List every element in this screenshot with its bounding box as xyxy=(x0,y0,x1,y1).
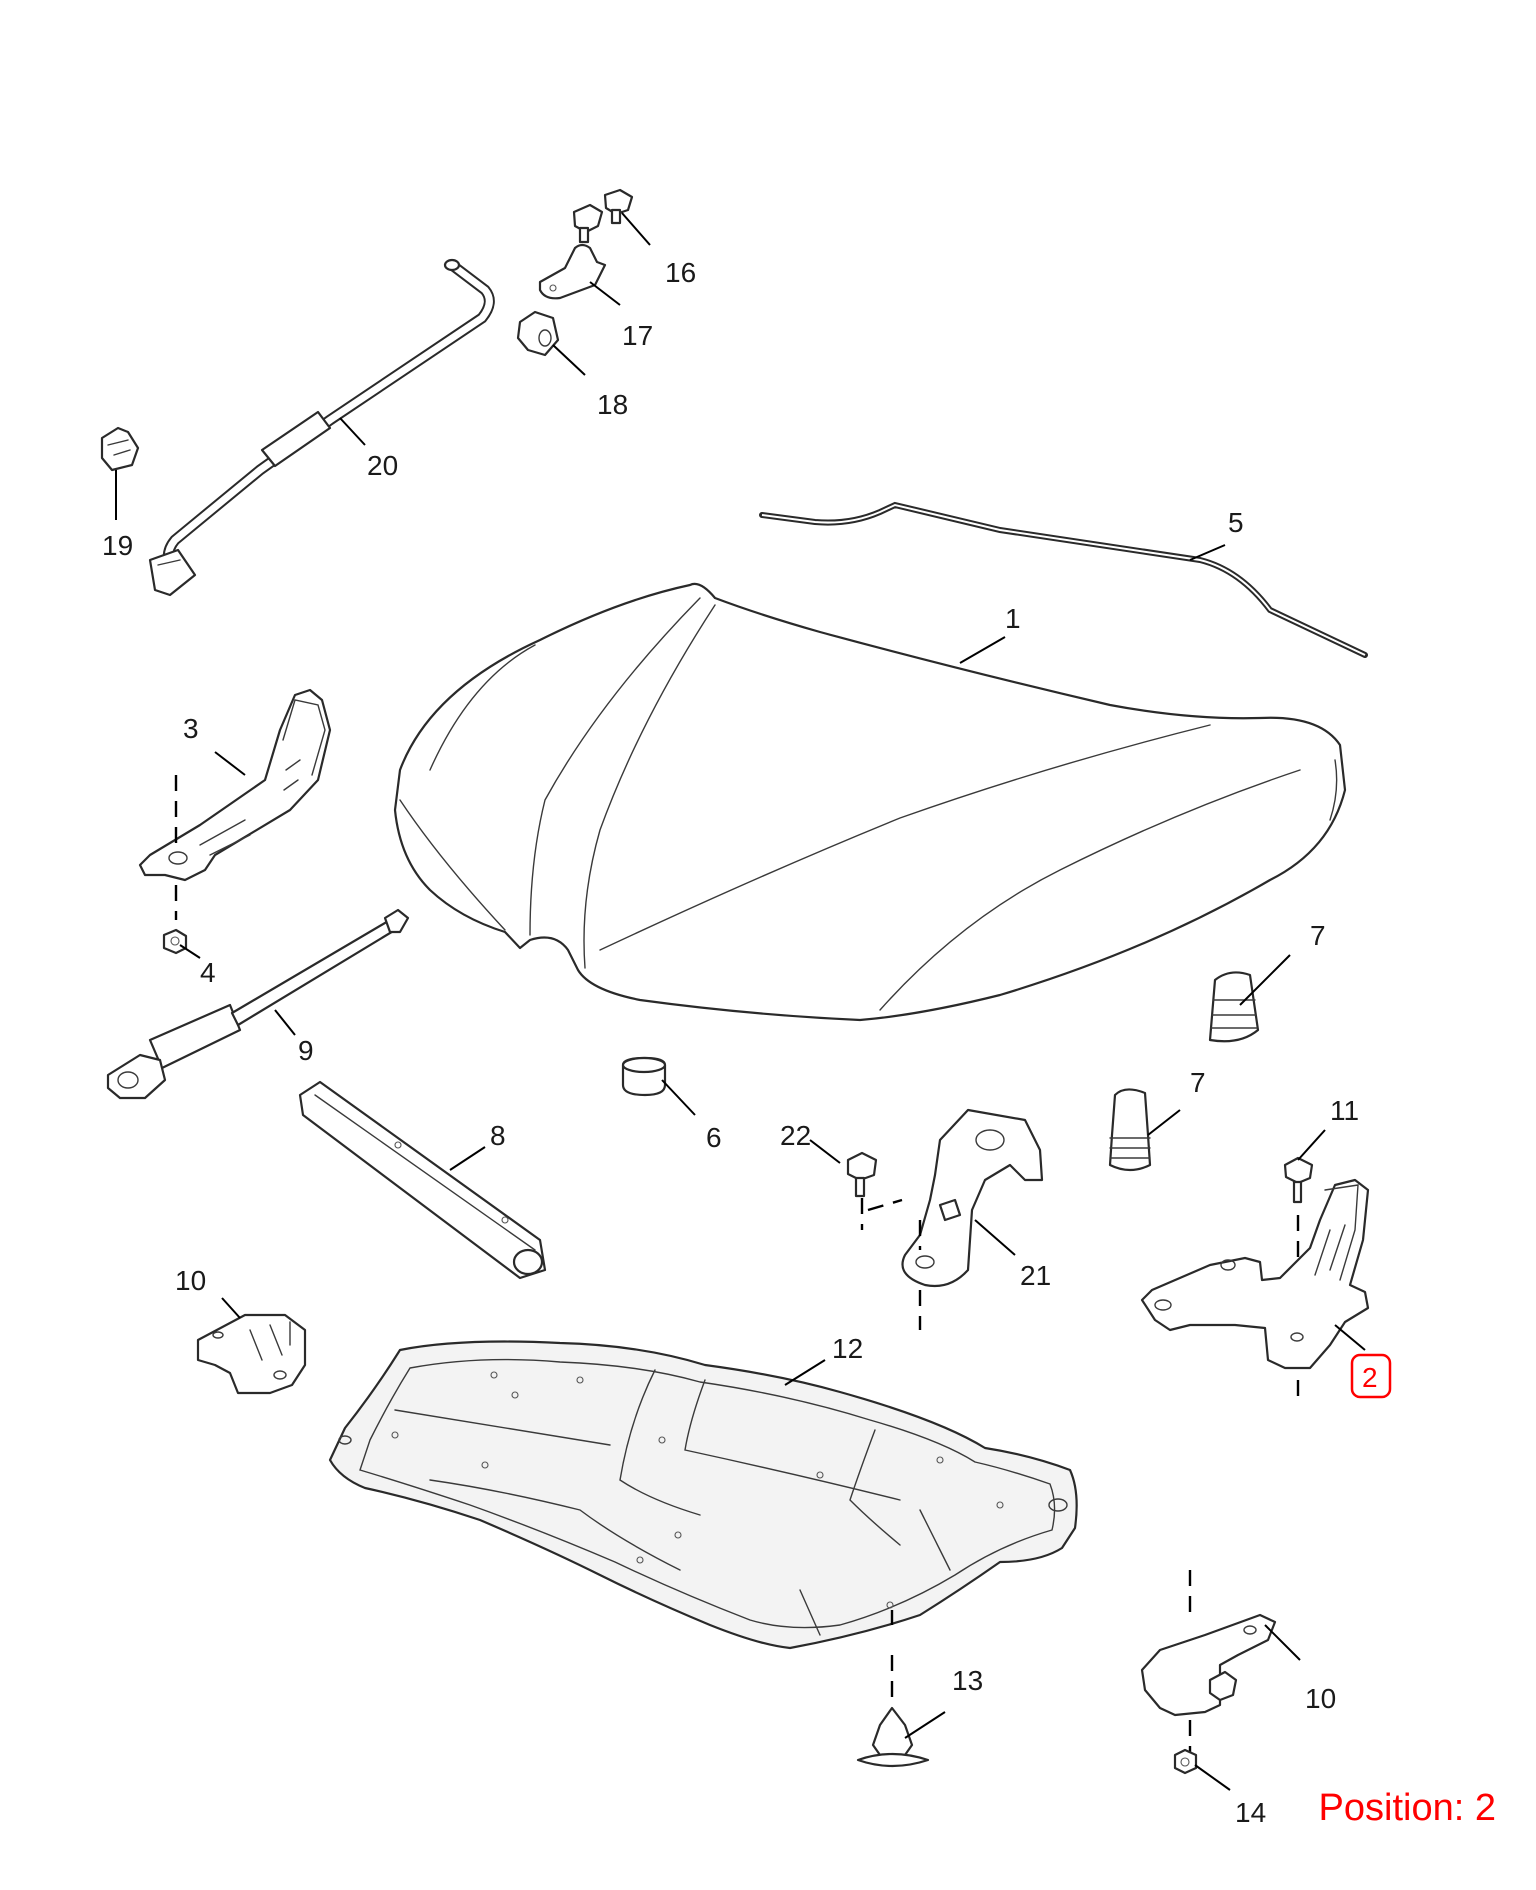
part-16-bolts[interactable] xyxy=(572,188,634,244)
part-5-seal[interactable] xyxy=(759,501,1368,658)
callouts: 1 5 3 4 9 8 6 7 7 11 22 21 12 10 10 13 1… xyxy=(102,257,1392,1828)
part-21-lock-bracket[interactable] xyxy=(867,1108,1044,1330)
part-7-buffer-lower[interactable] xyxy=(1108,1088,1152,1172)
callout-10a: 10 xyxy=(175,1265,206,1296)
callout-19: 19 xyxy=(102,530,133,561)
part-10-bracket-right[interactable] xyxy=(1140,1570,1277,1752)
part-18-grommet[interactable] xyxy=(516,310,560,357)
callout-2: 2 xyxy=(1362,1362,1378,1393)
callout-9: 9 xyxy=(298,1035,314,1066)
part-12-insulation[interactable] xyxy=(328,1340,1078,1650)
callout-22: 22 xyxy=(780,1120,811,1151)
position-label: Position: 2 xyxy=(1318,1787,1496,1829)
callout-8: 8 xyxy=(490,1120,506,1151)
callout-7b: 7 xyxy=(1190,1067,1206,1098)
callout-7a: 7 xyxy=(1310,920,1326,951)
position-highlight xyxy=(1350,1353,1392,1399)
callout-14: 14 xyxy=(1235,1797,1266,1828)
part-17-bracket[interactable] xyxy=(538,243,607,300)
part-9-gas-strut[interactable] xyxy=(106,908,410,1100)
callout-16: 16 xyxy=(665,257,696,288)
part-7-buffer-upper[interactable] xyxy=(1208,971,1260,1043)
part-14-nut[interactable] xyxy=(1173,1748,1198,1775)
callout-5: 5 xyxy=(1228,507,1244,538)
part-4-nut[interactable] xyxy=(162,928,188,955)
callout-13: 13 xyxy=(952,1665,983,1696)
part-6-bump-stop[interactable] xyxy=(621,1056,667,1097)
callout-12: 12 xyxy=(832,1333,863,1364)
part-1-hood[interactable] xyxy=(393,582,1347,1022)
callout-20: 20 xyxy=(367,450,398,481)
part-22-bolt[interactable] xyxy=(846,1151,878,1230)
callout-11: 11 xyxy=(1330,1095,1359,1126)
callout-1: 1 xyxy=(1005,603,1021,634)
callout-4: 4 xyxy=(200,957,216,988)
part-10-bracket-left[interactable] xyxy=(196,1313,307,1395)
callout-10b: 10 xyxy=(1305,1683,1336,1714)
callout-6: 6 xyxy=(706,1122,722,1153)
callout-3: 3 xyxy=(183,713,199,744)
callout-21: 21 xyxy=(1020,1260,1051,1291)
part-19-clip[interactable] xyxy=(100,426,140,472)
part-13-push-clip[interactable] xyxy=(856,1655,930,1768)
leader-lines xyxy=(115,212,1366,1791)
part-20-prop-rod[interactable] xyxy=(148,258,495,597)
part-11-bolt[interactable] xyxy=(1283,1156,1314,1270)
callout-18: 18 xyxy=(597,389,628,420)
part-2-hinge[interactable] xyxy=(1140,1178,1370,1400)
part-8-strip[interactable] xyxy=(298,1080,547,1280)
callout-17: 17 xyxy=(622,320,653,351)
part-3-hinge[interactable] xyxy=(138,688,332,920)
